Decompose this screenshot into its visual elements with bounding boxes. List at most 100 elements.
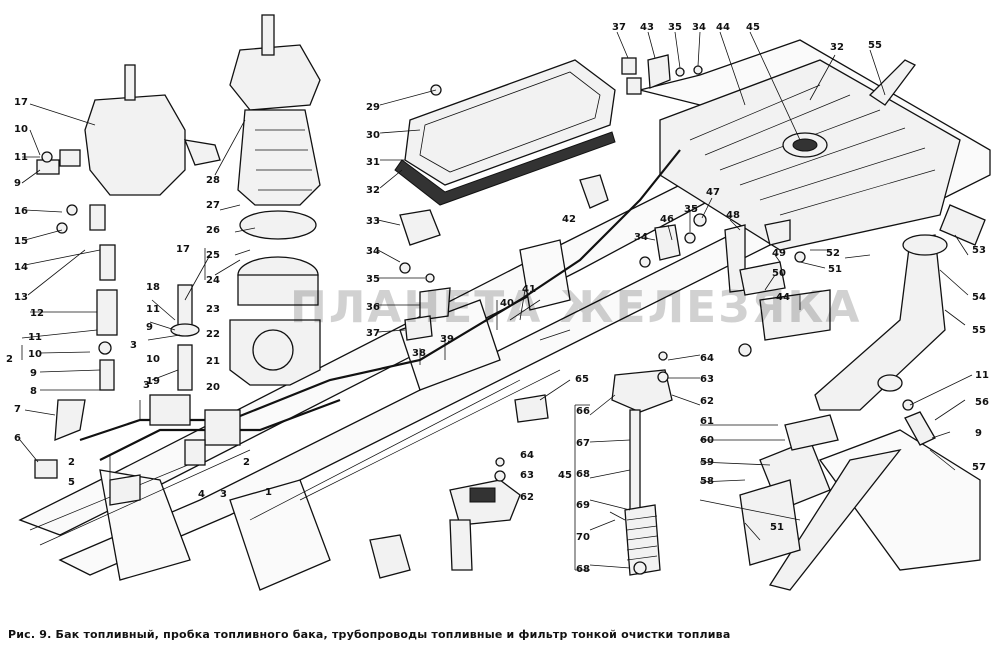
label-43: 43 bbox=[640, 22, 654, 33]
label-21: 21 bbox=[206, 356, 220, 367]
label-8: 8 bbox=[30, 386, 37, 397]
label-59: 59 bbox=[700, 457, 714, 468]
label-5: 5 bbox=[68, 477, 75, 488]
label-16: 16 bbox=[14, 206, 28, 217]
label-62: 62 bbox=[700, 396, 714, 407]
label-45: 45 bbox=[746, 22, 760, 33]
label-58: 58 bbox=[700, 476, 714, 487]
hardware-cluster bbox=[399, 54, 831, 357]
label-37b: 37 bbox=[612, 22, 626, 33]
label-11: 11 bbox=[28, 332, 42, 343]
label-48: 48 bbox=[726, 210, 740, 221]
label-64b: 64 bbox=[520, 450, 534, 461]
label-68: 68 bbox=[576, 469, 590, 480]
label-30: 30 bbox=[366, 130, 380, 141]
label-41: 41 bbox=[522, 284, 536, 295]
label-61: 61 bbox=[700, 416, 714, 427]
fuel-lines bbox=[79, 149, 681, 506]
label-50: 50 bbox=[772, 268, 786, 279]
label-35c: 35 bbox=[684, 204, 698, 215]
label-11c: 11 bbox=[146, 304, 160, 315]
label-29: 29 bbox=[366, 102, 380, 113]
label-9c: 9 bbox=[14, 178, 21, 189]
label-42: 42 bbox=[562, 214, 576, 225]
label-32b: 32 bbox=[830, 42, 844, 53]
fuel-tank bbox=[659, 59, 961, 251]
label-2b: 2 bbox=[68, 457, 75, 468]
leader-lines bbox=[19, 31, 973, 571]
label-65: 65 bbox=[575, 374, 589, 385]
label-62b: 62 bbox=[520, 492, 534, 503]
label-46: 46 bbox=[660, 214, 674, 225]
label-45b: 45 bbox=[558, 470, 572, 481]
label-17: 17 bbox=[14, 97, 28, 108]
label-47: 47 bbox=[706, 187, 720, 198]
label-31: 31 bbox=[366, 157, 380, 168]
sealing-cover bbox=[394, 59, 616, 246]
label-36: 36 bbox=[366, 302, 380, 313]
label-63b: 63 bbox=[520, 470, 534, 481]
label-70: 70 bbox=[576, 532, 590, 543]
filler-neck bbox=[739, 59, 986, 591]
label-54: 54 bbox=[972, 292, 986, 303]
label-3b: 3 bbox=[143, 380, 150, 391]
label-4: 4 bbox=[198, 489, 205, 500]
label-53: 53 bbox=[972, 245, 986, 256]
label-37: 37 bbox=[366, 328, 380, 339]
label-26: 26 bbox=[206, 225, 220, 236]
label-27: 27 bbox=[206, 200, 220, 211]
label-34c: 34 bbox=[634, 232, 648, 243]
label-44b: 44 bbox=[776, 292, 790, 303]
label-67: 67 bbox=[576, 438, 590, 449]
fuel-gauge-sender bbox=[369, 351, 673, 579]
label-56: 56 bbox=[975, 397, 989, 408]
label-10b: 10 bbox=[14, 124, 28, 135]
label-55b: 55 bbox=[868, 40, 882, 51]
label-49: 49 bbox=[772, 248, 786, 259]
figure-caption: Рис. 9. Бак топливный, пробка топливного… bbox=[8, 628, 731, 641]
label-60: 60 bbox=[700, 435, 714, 446]
label-28: 28 bbox=[206, 175, 220, 186]
label-66: 66 bbox=[576, 406, 590, 417]
label-38: 38 bbox=[412, 348, 426, 359]
label-64: 64 bbox=[700, 353, 714, 364]
label-32: 32 bbox=[366, 185, 380, 196]
label-19: 19 bbox=[146, 376, 160, 387]
label-1: 1 bbox=[265, 487, 272, 498]
label-13: 13 bbox=[14, 292, 28, 303]
label-22: 22 bbox=[206, 329, 220, 340]
label-35: 35 bbox=[366, 274, 380, 285]
label-51b: 51 bbox=[770, 522, 784, 533]
label-52: 52 bbox=[826, 248, 840, 259]
label-10c: 10 bbox=[146, 354, 160, 365]
label-51: 51 bbox=[828, 264, 842, 275]
label-12: 12 bbox=[30, 308, 44, 319]
label-55: 55 bbox=[972, 325, 986, 336]
label-44: 44 bbox=[716, 22, 730, 33]
label-18: 18 bbox=[146, 282, 160, 293]
label-20: 20 bbox=[206, 382, 220, 393]
label-9b: 9 bbox=[146, 322, 153, 333]
label-25: 25 bbox=[206, 250, 220, 261]
label-69: 69 bbox=[576, 500, 590, 511]
label-35b: 35 bbox=[668, 22, 682, 33]
label-39: 39 bbox=[440, 334, 454, 345]
coarse-filter bbox=[34, 64, 221, 479]
label-34b: 34 bbox=[692, 22, 706, 33]
label-15: 15 bbox=[14, 236, 28, 247]
label-3c: 3 bbox=[220, 489, 227, 500]
fine-filter bbox=[229, 14, 321, 386]
label-9: 9 bbox=[30, 368, 37, 379]
label-9d: 9 bbox=[975, 428, 982, 439]
label-34: 34 bbox=[366, 246, 380, 257]
label-3: 3 bbox=[130, 340, 137, 351]
callout-labels: 1 2 2 2 3 3 3 4 5 6 7 8 9 9 9 9 10 10 10… bbox=[6, 22, 989, 575]
label-14: 14 bbox=[14, 262, 28, 273]
label-7: 7 bbox=[14, 404, 21, 415]
label-63: 63 bbox=[700, 374, 714, 385]
label-23: 23 bbox=[206, 304, 220, 315]
label-68b: 68 bbox=[576, 564, 590, 575]
label-6: 6 bbox=[14, 433, 21, 444]
label-11d: 11 bbox=[975, 370, 989, 381]
